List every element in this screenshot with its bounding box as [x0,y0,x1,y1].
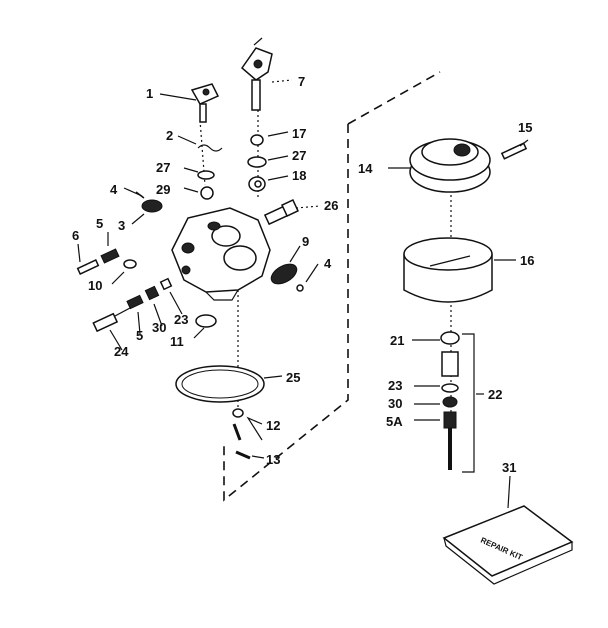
label-12: 12 [266,418,280,433]
part-12-pin [232,408,244,418]
leader-lines [77,79,529,509]
part-5-spring-lower [126,294,144,310]
label-11: 11 [170,334,184,349]
part-10-gasket [123,259,137,269]
part-18-hole [254,180,262,188]
label-4-right: 4 [324,256,332,271]
label-27-left: 27 [156,160,170,175]
part-7-throttle-shaft [240,37,273,111]
label-13: 13 [266,452,280,467]
part-27-seal-right [247,156,267,168]
part-3-choke-plate [141,199,163,213]
part-25-gasket-inner [181,369,259,399]
part-17-screw [250,134,264,146]
part-1-choke-shaft [190,83,220,123]
label-21: 21 [390,333,404,348]
center-line-choke [199,119,206,186]
part-16-bowl [403,237,493,303]
label-6: 6 [72,228,79,243]
part-30-ring [144,285,160,301]
part-29-washer [200,186,214,200]
label-23-right: 23 [388,378,402,393]
label-2: 2 [166,128,173,143]
label-7: 7 [298,74,305,89]
part-2-spring [197,144,223,152]
part-31-repair-kit: REPAIR KIT [442,505,574,585]
part-13-clip [235,450,251,460]
label-5A: 5A [386,414,403,429]
enclosure-dashed-line [223,71,441,502]
label-4-left: 4 [110,182,118,197]
label-29: 29 [156,182,170,197]
label-24: 24 [114,344,129,359]
label-15: 15 [518,120,532,135]
label-5-upper: 5 [96,216,103,231]
label-10: 10 [88,278,102,293]
part-24-needle [92,307,131,333]
label-23-left: 23 [174,312,188,327]
label-14: 14 [358,161,373,176]
label-25: 25 [286,370,300,385]
part-25-gasket [175,365,265,403]
part-12-needle [232,423,242,441]
label-5-lower: 5 [136,328,143,343]
part-15-pin [500,142,528,160]
label-30-right: 30 [388,396,402,411]
label-3: 3 [118,218,125,233]
part-26-fitting [263,199,299,226]
part-23-washer [159,277,173,291]
label-27-right: 27 [292,148,306,163]
carburetor-body [171,207,271,301]
bracket-22 [462,333,475,473]
part-6-screw [76,259,100,275]
label-30-left: 30 [152,320,166,335]
part-22-bowl-screw [441,351,459,470]
label-9: 9 [302,234,309,249]
label-22: 22 [488,387,502,402]
label-17: 17 [292,126,306,141]
label-31: 31 [502,460,516,475]
label-26: 26 [324,198,338,213]
part-27-seal [197,170,215,180]
part-5-spring [100,248,120,264]
label-18: 18 [292,168,306,183]
part-21-washer [440,331,460,345]
part-9-throttle-plate [270,263,304,292]
label-1: 1 [146,86,153,101]
part-11-ring [195,314,217,328]
part-14-float [409,138,491,193]
label-16: 16 [520,253,534,268]
